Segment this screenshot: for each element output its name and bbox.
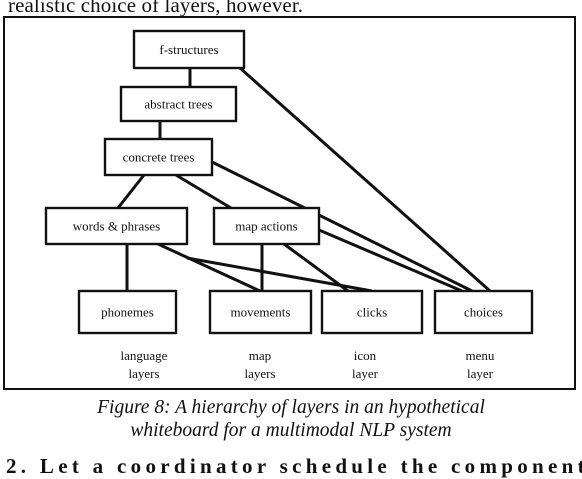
node-box <box>208 289 313 335</box>
group-label-4-line2: layer <box>467 366 494 381</box>
node-box <box>212 206 321 246</box>
node-concrete-trees: concrete trees <box>103 137 214 177</box>
node-words-phrases: words & phrases <box>44 206 189 246</box>
layer-hierarchy-diagram: f-structures abstract trees concrete trees… <box>44 29 534 381</box>
diagram-nodes: f-structures abstract trees concrete trees… <box>44 29 534 335</box>
edge-map-actions-to-choices <box>318 228 463 293</box>
node-label: f-structures <box>159 42 218 57</box>
node-f-structures: f-structures <box>132 29 246 70</box>
edge-words-phrases-to-clicks <box>186 256 373 293</box>
body-text-top-line: realistic choice of layers, however. <box>8 0 304 17</box>
node-label: movements <box>231 305 291 320</box>
body-text-bottom-line: 2. Let a coordinator schedule the compon… <box>6 454 582 478</box>
node-label: phonemes <box>101 305 154 320</box>
edge-words-phrases-to-movements <box>157 242 261 293</box>
edge-concrete-trees-to-map-actions <box>175 173 232 210</box>
node-clicks: clicks <box>320 289 424 335</box>
node-label: choices <box>464 305 503 320</box>
group-label-3-line1: icon <box>354 348 377 363</box>
edge-concrete-trees-to-choices <box>211 160 473 293</box>
node-map-actions: map actions <box>212 206 321 246</box>
node-box <box>44 206 189 246</box>
group-label-4-line1: menu <box>466 348 495 363</box>
figure-frame <box>3 16 576 390</box>
figure-caption-line-1: Figure 8: A hierarchy of layers in an hy… <box>97 397 485 418</box>
node-label: map actions <box>235 219 297 234</box>
diagram-group-labels: language layers map layers icon layer menu laye… <box>121 348 495 381</box>
group-label-2-line2: layers <box>244 366 275 381</box>
node-label: abstract trees <box>144 97 212 112</box>
figure-caption-line-2: whiteboard for a multimodal NLP system <box>130 420 452 441</box>
node-abstract-trees: abstract trees <box>119 85 238 123</box>
node-label: concrete trees <box>123 150 195 165</box>
diagram-edges <box>116 66 491 293</box>
node-box <box>320 289 424 335</box>
edge-f-structures-to-choices <box>239 66 491 293</box>
group-label-3-line2: layer <box>352 366 379 381</box>
node-box <box>132 29 246 70</box>
node-box <box>103 137 214 177</box>
edge-map-actions-to-clicks <box>283 242 349 293</box>
node-box <box>433 289 534 335</box>
group-label-1-line2: layers <box>128 366 159 381</box>
node-box <box>77 289 178 335</box>
node-label: clicks <box>357 305 387 320</box>
node-phonemes: phonemes <box>77 289 178 335</box>
node-box <box>119 85 238 123</box>
node-label: words & phrases <box>73 219 160 234</box>
group-label-1-line1: language <box>121 348 168 363</box>
edge-concrete-trees-to-words-phrases <box>116 174 146 209</box>
node-movements: movements <box>208 289 313 335</box>
group-label-2-line1: map <box>249 348 271 363</box>
node-choices: choices <box>433 289 534 335</box>
